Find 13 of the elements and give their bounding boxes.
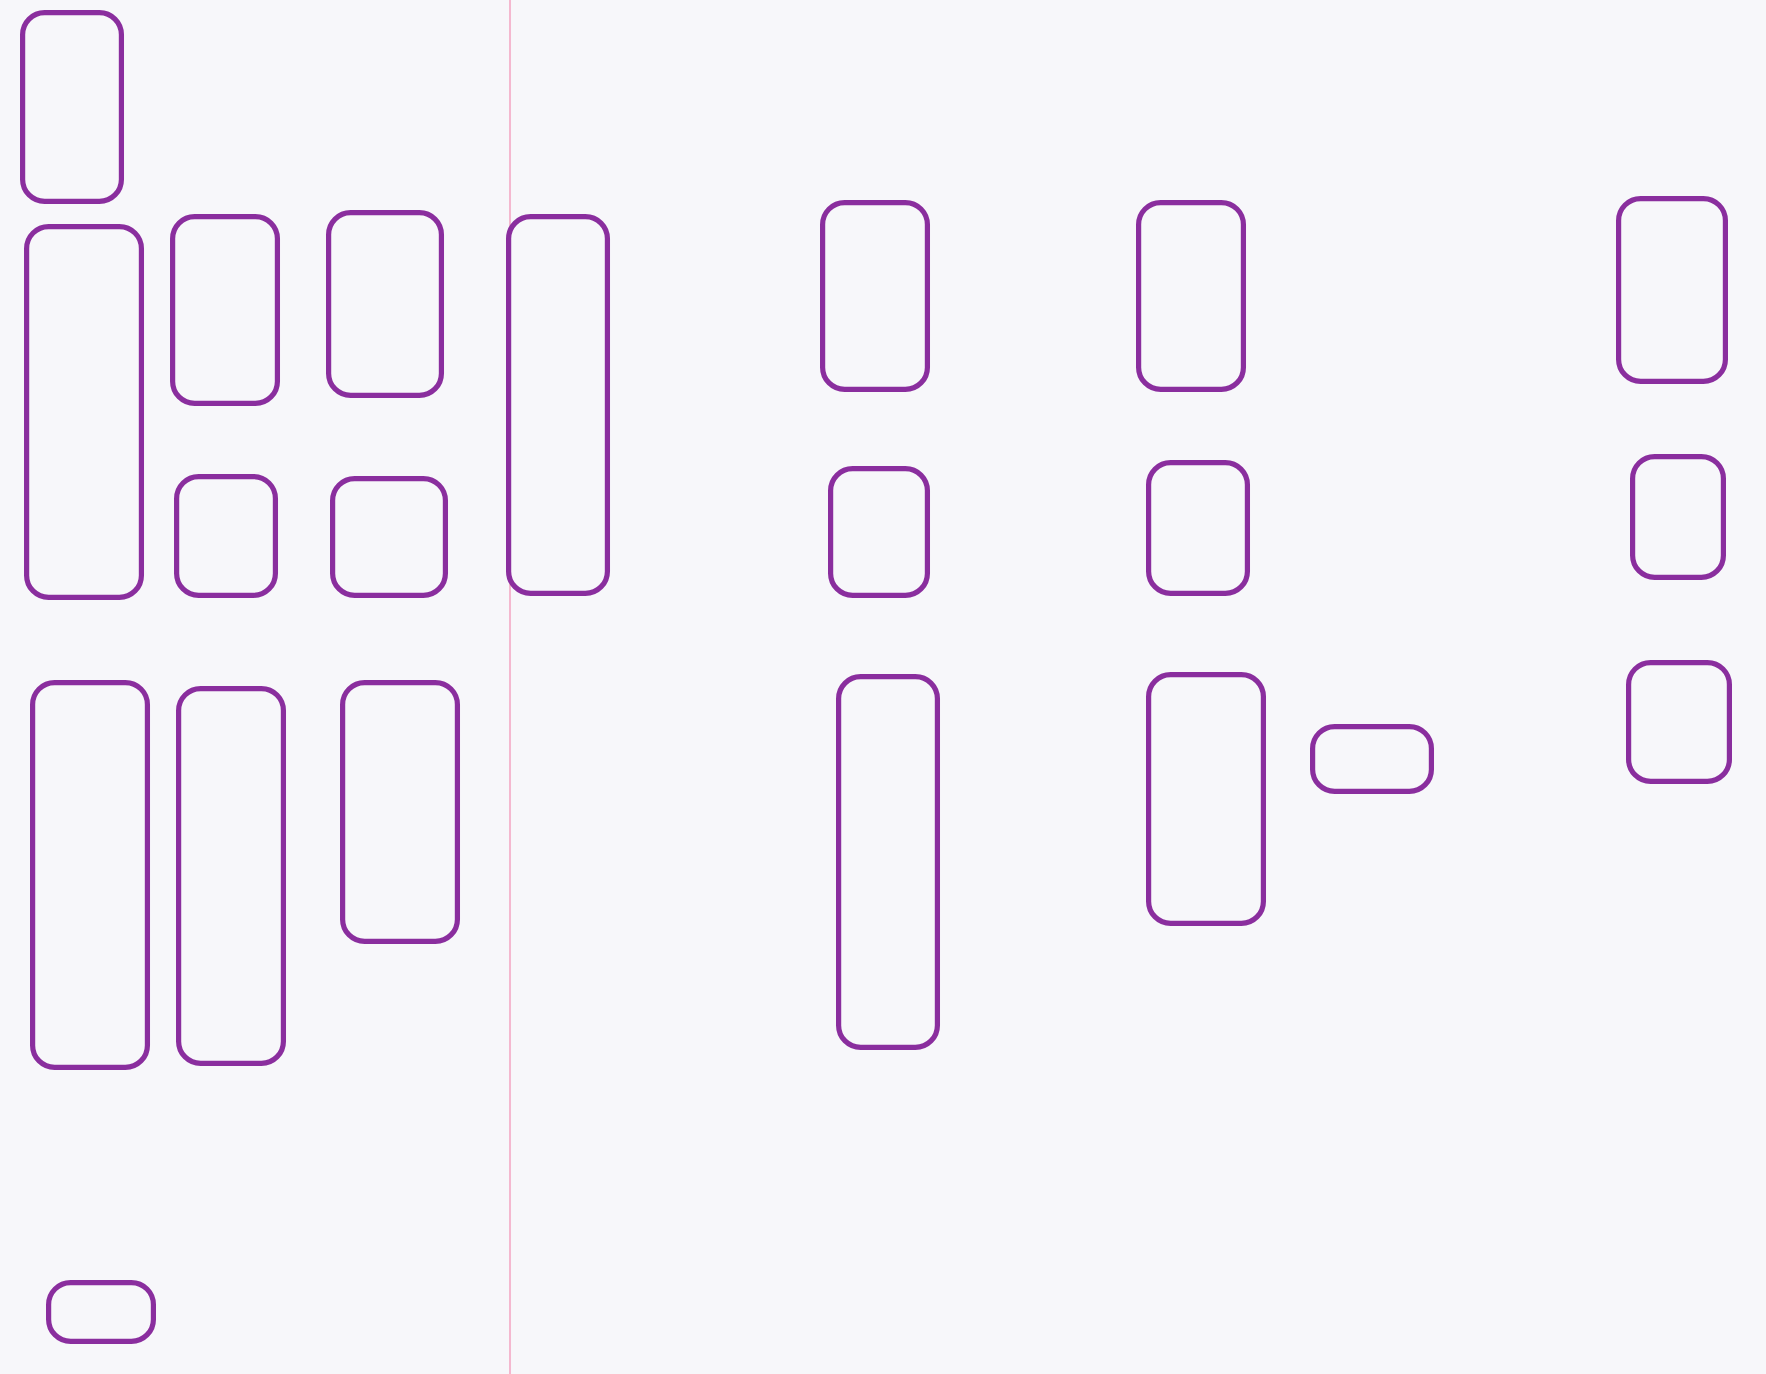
rounded-rectangle <box>24 224 144 600</box>
rounded-rectangle <box>326 210 445 398</box>
rounded-rectangle <box>1146 672 1266 926</box>
rounded-rectangle <box>1136 200 1246 392</box>
rounded-rectangle <box>506 214 610 596</box>
rounded-rectangle <box>820 200 930 392</box>
rounded-rectangle <box>340 680 460 944</box>
rounded-rectangle <box>176 686 286 1066</box>
rounded-rectangle <box>1616 196 1728 384</box>
rounded-rectangle <box>20 10 124 204</box>
rounded-rectangle <box>30 680 150 1070</box>
rounded-rectangle <box>170 214 281 406</box>
rounded-rectangle <box>836 674 940 1050</box>
